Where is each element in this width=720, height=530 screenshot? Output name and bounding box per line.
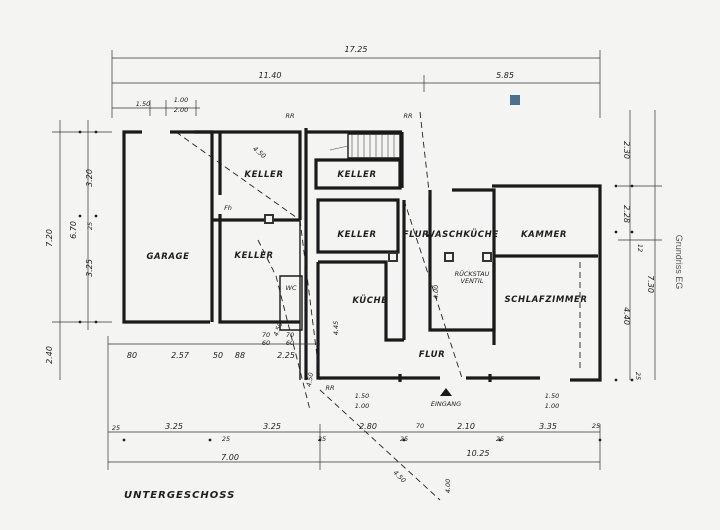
right-dimensions: 2.30 2.28 12 7.30 4.40 25: [618, 110, 662, 380]
room-keller-top-left: KELLER: [244, 170, 283, 180]
shaft-inner-3: [446, 254, 452, 260]
room-keller-top-mid: KELLER: [337, 170, 376, 180]
dim-row1-g: 60: [262, 339, 270, 347]
dim-row1-c: 50: [213, 351, 223, 360]
dim-right-e: 4.40: [622, 307, 631, 325]
top-dimensions: 17.25 11.40 5.85 1.50 1.00 2.00: [111, 45, 601, 118]
dim-row2-b: 1.00: [355, 402, 369, 410]
dim-row3-c: 3.25: [263, 422, 281, 431]
dim-row3-h: 2.10: [457, 422, 475, 431]
dim-row1-b: 2.57: [171, 351, 190, 360]
shaft-inner-1: [266, 216, 272, 222]
dashed-lines: [175, 111, 581, 501]
dim-row3-g: 70: [416, 422, 424, 430]
dim-left-total: 7.20: [45, 229, 54, 247]
dim-row2-a: 1.50: [355, 392, 369, 400]
note-fh: Fh: [224, 204, 232, 212]
dim-row3-d: 25: [222, 435, 230, 443]
room-waschkueche: WASCHKÜCHE: [425, 229, 498, 240]
dim-left-c: 25: [86, 222, 94, 230]
dim-left-e: 2.40: [45, 346, 54, 364]
note-rr-1: RR: [285, 112, 294, 120]
dim-row1-d: 88: [235, 351, 245, 360]
note-rr-2: RR: [403, 112, 412, 120]
room-kueche: KÜCHE: [352, 295, 387, 306]
dim-row2-d: 1.00: [545, 402, 559, 410]
dim-row3-k: 25: [592, 422, 600, 430]
marker-square: [510, 95, 520, 105]
staircase: [329, 134, 395, 158]
dim-top-d2: 1.00: [174, 96, 188, 104]
room-eingang: EINGANG: [431, 400, 461, 408]
dim-right-a: 2.30: [622, 141, 631, 159]
dim-row3-a: 25: [112, 424, 120, 432]
side-label: Grundriss EG: [674, 235, 684, 290]
room-keller-mid: KELLER: [337, 230, 376, 240]
dim-row1-e: 2.25: [277, 351, 295, 360]
dimension-tick-marks: [78, 130, 634, 442]
room-labels: GARAGE KELLER KELLER KELLER KELLER WC KÜ…: [146, 170, 587, 408]
dim-row1-h: 70: [286, 331, 294, 339]
dim-bottom-total-left: 7.00: [221, 453, 239, 462]
dim-row1-a: 80: [127, 351, 137, 360]
dim-diag-4: 4.00: [432, 285, 440, 299]
dim-left-width: 11.40: [259, 71, 282, 80]
dim-bottom-total-right: 10.25: [467, 449, 490, 458]
plan-title: UNTERGESCHOSS: [124, 490, 235, 501]
room-garage: GARAGE: [146, 252, 189, 262]
dim-diag-3: 4.50: [305, 372, 315, 388]
room-kammer: KAMMER: [521, 230, 567, 240]
dim-top-d1: 1.50: [136, 100, 150, 108]
dim-left-b: 6.70: [69, 221, 78, 239]
note-rr-3: RR: [325, 384, 334, 392]
walls: [122, 128, 602, 382]
dim-right-width: 5.85: [496, 71, 514, 80]
dim-right-f: 25: [634, 372, 642, 380]
dim-right-c: 12: [636, 244, 644, 252]
dim-row3-i: 3.35: [539, 422, 557, 431]
dim-left-a: 3.20: [85, 169, 94, 187]
dim-row1-i: 60: [286, 339, 294, 347]
room-wc: WC: [286, 284, 297, 292]
room-schlafzimmer: SCHLAFZIMMER: [504, 295, 587, 305]
dim-row2-c: 1.50: [545, 392, 559, 400]
room-flur-left: FLUR: [403, 230, 430, 240]
dim-top-d3: 2.00: [174, 106, 188, 114]
dim-row3-b: 3.25: [165, 422, 183, 431]
dim-row3-e: 25: [318, 435, 326, 443]
shaft-inner-4: [484, 254, 490, 260]
bottom-dimensions: 80 2.57 50 88 2.25 70 60 70 60 1.50 1.00…: [107, 331, 601, 470]
dim-diag-5: 4.45: [332, 321, 340, 335]
dim-row1-f: 70: [262, 331, 270, 339]
dim-left-d: 3.25: [85, 259, 94, 277]
dim-total-width: 17.25: [345, 45, 368, 54]
dim-row3-f: 2.80: [359, 422, 377, 431]
note-rueckstau-2: VENTIL: [461, 277, 484, 285]
entrance-arrow-icon: [440, 388, 452, 396]
room-flur-bottom: FLUR: [419, 350, 446, 360]
dim-diag-6: 4.00: [444, 479, 452, 493]
shaft-inner-2: [390, 254, 396, 260]
room-keller-left: KELLER: [234, 251, 273, 261]
dim-right-d: 7.30: [646, 275, 655, 293]
dim-right-b: 2.28: [622, 205, 631, 223]
note-rueckstau-1: RÜCKSTAU: [455, 269, 490, 278]
left-dimensions: 7.20 3.20 6.70 25 3.25 2.40: [45, 120, 112, 380]
plan-notes: RÜCKSTAU VENTIL RR RR RR Fh: [224, 112, 490, 392]
